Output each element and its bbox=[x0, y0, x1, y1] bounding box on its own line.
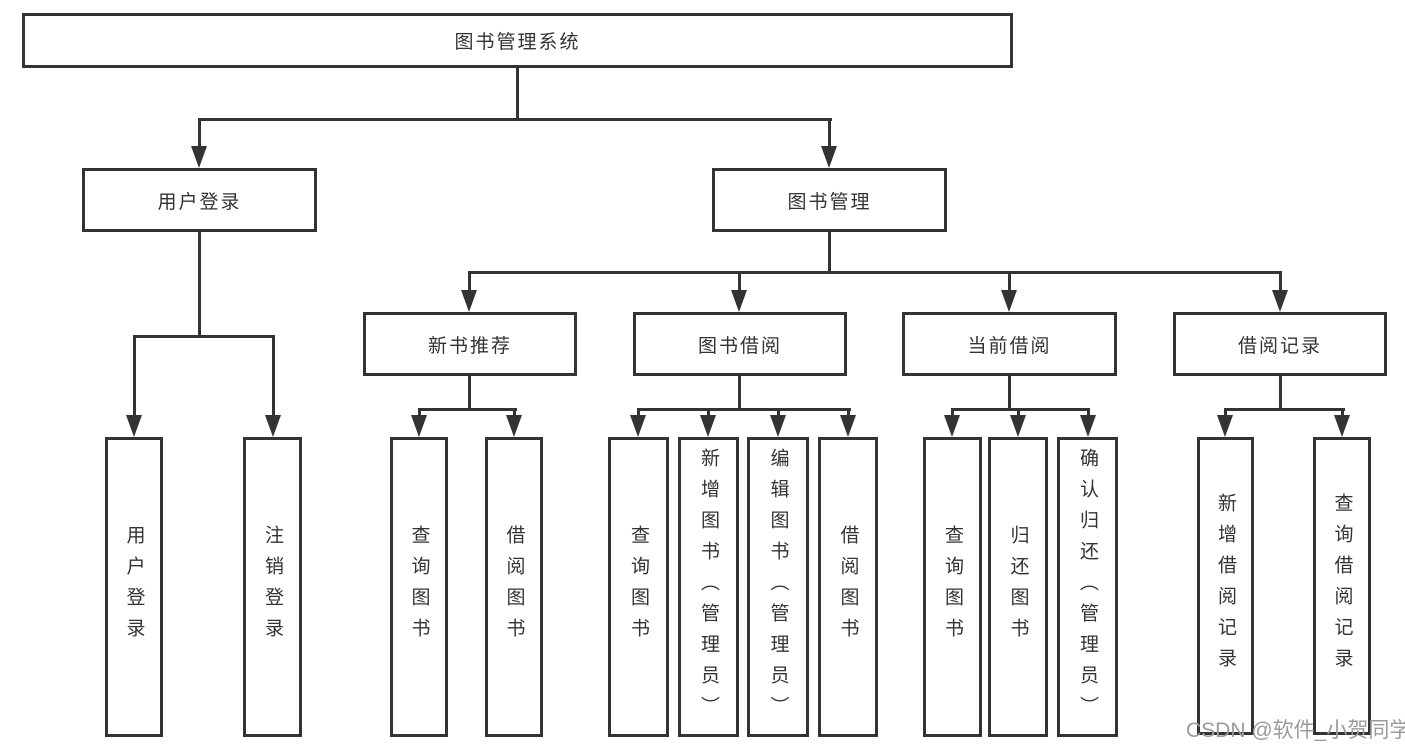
node-borrow-records: 借阅记录 bbox=[1173, 312, 1387, 376]
arrowhead-current-borrow bbox=[1001, 290, 1017, 312]
arrowhead-cb-return bbox=[1010, 415, 1026, 437]
leaf-bb-add-books: 新增图书（管理员） bbox=[678, 437, 739, 737]
connector-drop-new-book bbox=[468, 271, 471, 292]
node-book-borrow-label: 图书借阅 bbox=[697, 335, 782, 357]
node-user-login-label: 用户登录 bbox=[157, 191, 242, 213]
leaf-br-add-record: 新增借阅记录 bbox=[1197, 437, 1254, 735]
connector-level3-rail bbox=[468, 271, 1282, 274]
arrowhead-bb-borrow bbox=[840, 415, 856, 437]
leaf-cb-return-books: 归还图书 bbox=[988, 437, 1048, 737]
connector-current-borrow-stem bbox=[1008, 376, 1011, 408]
node-new-book-rec-label: 新书推荐 bbox=[427, 335, 512, 357]
leaf-nb-borrow-books: 借阅图书 bbox=[485, 437, 543, 737]
leaf-bb-edit-books-label: 编辑图书（管理员） bbox=[767, 447, 789, 727]
leaf-bb-query-books-label: 查询图书 bbox=[628, 525, 649, 649]
node-book-mgmt-label: 图书管理 bbox=[787, 191, 872, 213]
csdn-watermark: CSDN @软件_小贺同学 bbox=[1186, 719, 1405, 742]
leaf-br-add-record-label: 新增借阅记录 bbox=[1215, 493, 1236, 679]
arrowhead-new-book bbox=[461, 290, 477, 312]
connector-borrow-records-rail bbox=[1224, 408, 1345, 411]
connector-level2-rail bbox=[198, 118, 832, 121]
connector-drop-book-borrow bbox=[738, 271, 741, 292]
arrowhead-cb-query bbox=[944, 415, 960, 437]
node-current-borrow-label: 当前借阅 bbox=[967, 335, 1052, 357]
connector-new-book-rail bbox=[418, 408, 517, 411]
arrowhead-bb-edit bbox=[770, 415, 786, 437]
node-user-login: 用户登录 bbox=[82, 168, 317, 232]
connector-new-book-stem bbox=[468, 376, 471, 408]
arrowhead-leaf-logout bbox=[265, 415, 281, 437]
connector-drop-leaf-logout bbox=[272, 335, 275, 415]
connector-drop-current-borrow bbox=[1008, 271, 1011, 292]
connector-book-borrow-rail bbox=[637, 408, 851, 411]
connector-drop-nb-query bbox=[418, 408, 421, 417]
node-current-borrow: 当前借阅 bbox=[902, 312, 1117, 376]
connector-book-borrow-stem bbox=[738, 376, 741, 408]
connector-drop-bb-edit bbox=[777, 408, 780, 417]
leaf-nb-query-books: 查询图书 bbox=[390, 437, 448, 737]
connector-drop-cb-query bbox=[951, 408, 954, 417]
connector-root-stem bbox=[516, 68, 519, 118]
leaf-user-login: 用户登录 bbox=[105, 437, 163, 737]
arrowhead-bb-add bbox=[700, 415, 716, 437]
connector-drop-br-query bbox=[1341, 408, 1344, 417]
arrowhead-borrow-records bbox=[1272, 290, 1288, 312]
leaf-bb-borrow-books-label: 借阅图书 bbox=[837, 525, 859, 649]
leaf-br-query-record-label: 查询借阅记录 bbox=[1331, 493, 1353, 679]
arrowhead-br-query bbox=[1334, 415, 1350, 437]
leaf-cb-confirm-return-label: 确认归还（管理员） bbox=[1077, 447, 1098, 727]
leaf-br-query-record: 查询借阅记录 bbox=[1313, 437, 1371, 735]
leaf-cb-confirm-return: 确认归还（管理员） bbox=[1057, 437, 1118, 737]
node-book-mgmt: 图书管理 bbox=[712, 168, 947, 232]
node-borrow-records-label: 借阅记录 bbox=[1237, 335, 1322, 357]
connector-drop-bb-borrow bbox=[847, 408, 850, 417]
arrowhead-bb-query bbox=[630, 415, 646, 437]
connector-borrow-records-stem bbox=[1279, 376, 1282, 408]
connector-drop-nb-borrow bbox=[513, 408, 516, 417]
connector-book-mgmt-stem bbox=[828, 232, 831, 271]
connector-drop-bb-add bbox=[707, 408, 710, 417]
connector-drop-cb-return bbox=[1017, 408, 1020, 417]
leaf-logout-label: 注销登录 bbox=[262, 525, 283, 649]
arrowhead-cb-confirm bbox=[1080, 415, 1096, 437]
node-book-borrow: 图书借阅 bbox=[633, 312, 847, 376]
leaf-user-login-label: 用户登录 bbox=[123, 525, 145, 649]
leaf-cb-query-books: 查询图书 bbox=[923, 437, 982, 737]
node-root: 图书管理系统 bbox=[22, 13, 1013, 68]
leaf-bb-add-books-label: 新增图书（管理员） bbox=[698, 447, 719, 727]
arrowhead-leaf-login bbox=[126, 415, 142, 437]
leaf-cb-return-books-label: 归还图书 bbox=[1007, 525, 1029, 649]
connector-drop-br-add bbox=[1224, 408, 1227, 417]
connector-drop-bb-query bbox=[637, 408, 640, 417]
connector-user-login-rail bbox=[133, 335, 275, 338]
arrowhead-book-mgmt bbox=[821, 146, 837, 168]
leaf-nb-query-books-label: 查询图书 bbox=[408, 525, 430, 649]
leaf-bb-borrow-books: 借阅图书 bbox=[818, 437, 878, 737]
connector-current-borrow-rail bbox=[951, 408, 1090, 411]
leaf-nb-borrow-books-label: 借阅图书 bbox=[503, 525, 525, 649]
leaf-bb-query-books: 查询图书 bbox=[608, 437, 669, 737]
leaf-cb-query-books-label: 查询图书 bbox=[942, 525, 963, 649]
leaf-bb-edit-books: 编辑图书（管理员） bbox=[747, 437, 809, 737]
connector-drop-leaf-login bbox=[133, 335, 136, 415]
connector-drop-user-login bbox=[198, 118, 201, 148]
leaf-logout: 注销登录 bbox=[243, 437, 302, 737]
arrowhead-nb-borrow bbox=[506, 415, 522, 437]
connector-drop-book-mgmt bbox=[828, 118, 831, 148]
arrowhead-book-borrow bbox=[731, 290, 747, 312]
node-root-label: 图书管理系统 bbox=[454, 32, 581, 53]
connector-drop-cb-confirm bbox=[1087, 408, 1090, 417]
arrowhead-nb-query bbox=[411, 415, 427, 437]
connector-user-login-stem bbox=[198, 232, 201, 335]
node-new-book-rec: 新书推荐 bbox=[363, 312, 577, 376]
arrowhead-br-add bbox=[1217, 415, 1233, 437]
connector-drop-borrow-records bbox=[1279, 271, 1282, 292]
arrowhead-user-login bbox=[191, 146, 207, 168]
